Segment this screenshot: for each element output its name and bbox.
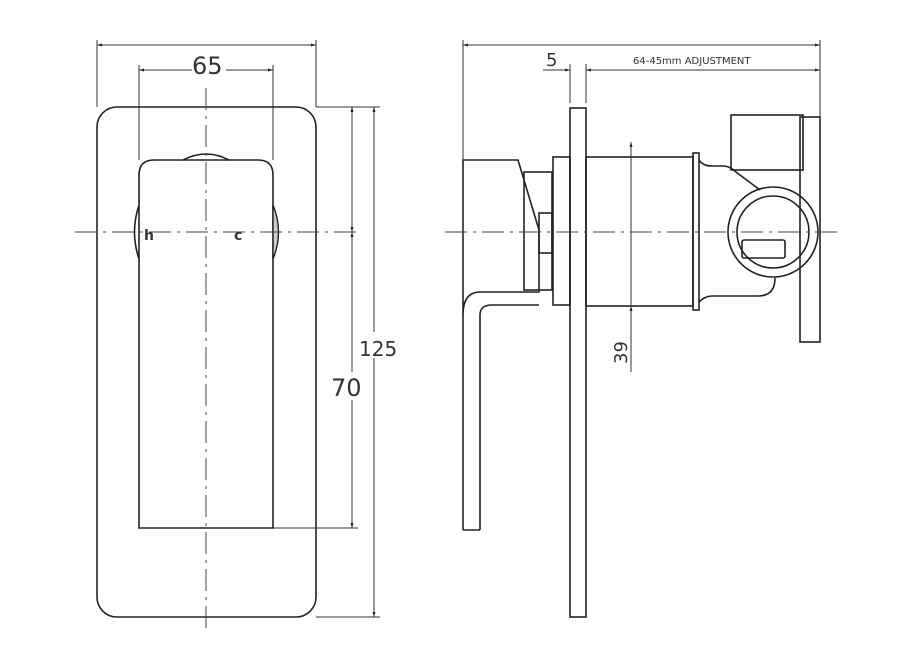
lever-handle-outline xyxy=(138,159,274,529)
side-view: 5 64-45mm ADJUSTMENT 39 xyxy=(445,40,840,618)
front-view: h c 65 125 70 xyxy=(75,40,401,632)
valve-top-block xyxy=(730,114,804,171)
lever-side xyxy=(462,159,540,530)
wall-plate-side xyxy=(569,107,587,618)
width-dim-label: 65 xyxy=(192,52,223,80)
flange-side xyxy=(552,156,571,306)
handle-height-dim-label: 70 xyxy=(331,374,362,402)
cold-label: c xyxy=(234,228,242,244)
overall-height-dim-label: 125 xyxy=(359,337,397,361)
hot-label: h xyxy=(144,228,154,244)
plate-dim-label: 5 xyxy=(546,50,557,71)
valve-ring xyxy=(692,152,700,311)
adjustment-dim-label: 64-45mm ADJUSTMENT xyxy=(633,56,751,67)
rear-bracket xyxy=(799,116,821,343)
spacer-side xyxy=(523,171,553,291)
center-height-dim-label: 39 xyxy=(611,341,632,364)
outlet-slot xyxy=(741,239,786,259)
hot-indicator xyxy=(133,204,140,260)
